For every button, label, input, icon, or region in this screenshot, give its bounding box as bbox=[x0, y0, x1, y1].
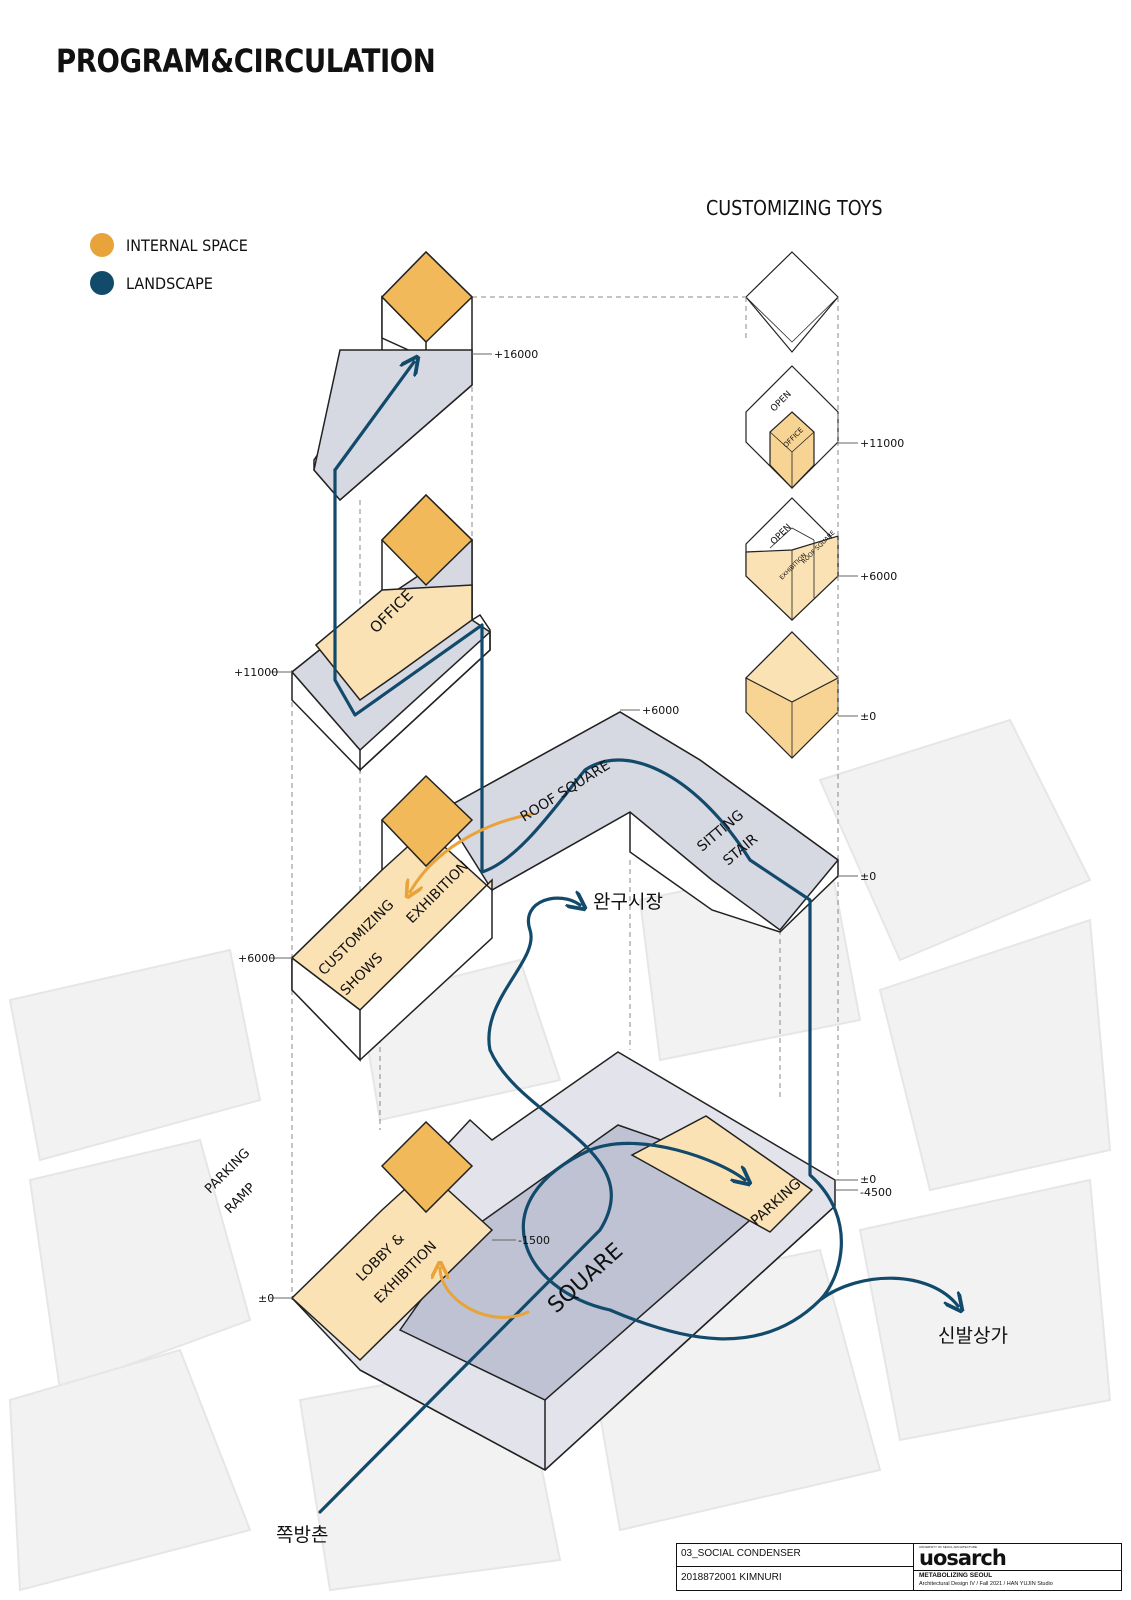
logo-caption: UNIVERSITY OF SEOUL ARCHITECTURE bbox=[919, 1545, 978, 1549]
page-title: PROGRAM&CIRCULATION bbox=[56, 42, 436, 80]
place-shoe-shops: 신발상가 bbox=[938, 1325, 1008, 1347]
place-jjokbang-village: 쪽방촌 bbox=[276, 1524, 328, 1546]
level-6000-right: +6000 bbox=[860, 570, 897, 583]
level-0-right: ±0 bbox=[860, 710, 876, 723]
project-name: 03_SOCIAL CONDENSER bbox=[681, 1548, 801, 1559]
internal-space-swatch bbox=[90, 233, 114, 257]
legend-label: INTERNAL SPACE bbox=[126, 235, 248, 255]
level-6000-left: +6000 bbox=[238, 952, 275, 965]
title-block: 03_SOCIAL CONDENSER 2018872001 KIMNURI U… bbox=[676, 1543, 1122, 1591]
level-6000-roof: +6000 bbox=[642, 704, 679, 717]
block-16000 bbox=[313, 250, 474, 502]
title-block-divider bbox=[914, 1570, 1121, 1571]
toy-cube-exhibition bbox=[745, 497, 839, 621]
course-detail: Architectural Design IV / Fall 2021 / HA… bbox=[919, 1581, 1053, 1587]
legend-item-landscape: LANDSCAPE bbox=[90, 264, 261, 302]
legend: INTERNAL SPACE LANDSCAPE bbox=[90, 226, 261, 302]
landscape-swatch bbox=[90, 271, 114, 295]
level-0-left: ±0 bbox=[258, 1292, 274, 1305]
uosarch-logo: uosarch bbox=[919, 1546, 1007, 1570]
level-11000-right: +11000 bbox=[860, 437, 904, 450]
legend-item-internal: INTERNAL SPACE bbox=[90, 226, 261, 264]
level-11000-left: +11000 bbox=[234, 666, 278, 679]
level-minus-4500: -4500 bbox=[860, 1186, 892, 1199]
toy-cube-top bbox=[745, 251, 839, 353]
level-0-stair: ±0 bbox=[860, 870, 876, 883]
level-minus-1500: -1500 bbox=[518, 1234, 550, 1247]
legend-label: LANDSCAPE bbox=[126, 273, 213, 293]
level-0-parking: ±0 bbox=[860, 1173, 876, 1186]
title-block-info: 03_SOCIAL CONDENSER 2018872001 KIMNURI bbox=[677, 1544, 914, 1590]
block-11000 bbox=[290, 493, 492, 772]
toy-cube-office bbox=[745, 365, 839, 489]
place-toy-market: 완구시장 bbox=[593, 891, 663, 913]
customizing-toys-title: CUSTOMIZING TOYS bbox=[706, 196, 883, 220]
toy-cube-full bbox=[744, 631, 840, 759]
level-ticks bbox=[270, 353, 858, 1299]
student-id: 2018872001 KIMNURI bbox=[681, 1572, 782, 1583]
label-parking-ramp-2: RAMP bbox=[222, 1180, 258, 1216]
internal-path bbox=[410, 812, 534, 1319]
title-block-divider bbox=[677, 1566, 913, 1567]
course-title: METABOLIZING SEOUL bbox=[919, 1572, 993, 1579]
landscape-path bbox=[318, 362, 958, 1514]
level-16000: +16000 bbox=[494, 348, 538, 361]
